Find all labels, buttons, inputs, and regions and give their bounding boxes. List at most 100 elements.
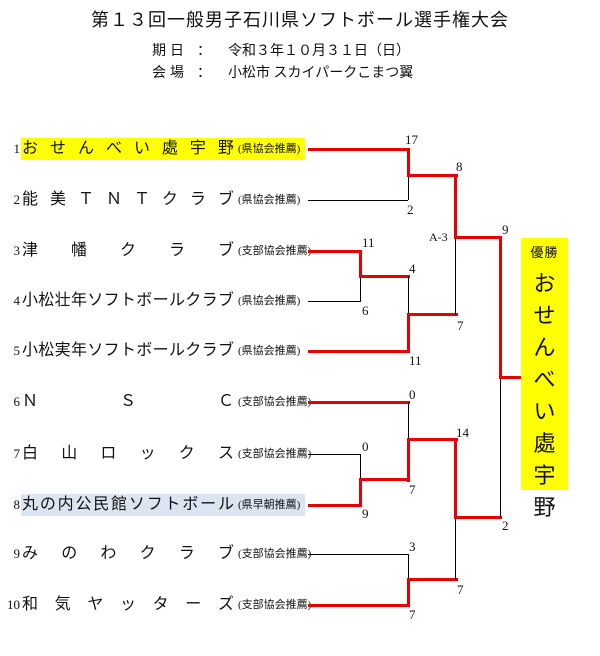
team-box: 小松実年ソフトボールクラブ (県協会推薦) bbox=[21, 340, 305, 362]
team-seed: 10 bbox=[7, 597, 20, 612]
team-note: (支部協会推薦) bbox=[238, 548, 312, 560]
champion-name: おせんべい處宇野 bbox=[533, 271, 556, 520]
venue-separator: ： bbox=[197, 66, 211, 81]
score-label: 17 bbox=[405, 132, 418, 147]
bracket-line bbox=[408, 276, 409, 314]
team-box: 白山ロックス (支部協会推薦) bbox=[21, 443, 311, 465]
team-note: (県協会推薦) bbox=[238, 295, 301, 307]
bracket-line bbox=[359, 478, 362, 507]
team-name: みのわクラブ bbox=[22, 545, 234, 562]
team-row: 9 みのわクラブ (支部協会推薦) bbox=[0, 543, 330, 565]
team-row: 1 おせんべい處宇野 (県協会推薦) bbox=[0, 138, 330, 160]
bracket-line bbox=[308, 401, 410, 404]
score-label: 3 bbox=[409, 539, 416, 554]
team-highlight: おせんべい處宇野 (県協会推薦) bbox=[21, 138, 305, 160]
bracket-line bbox=[308, 554, 408, 555]
bracket-line bbox=[454, 516, 502, 519]
bracket-line bbox=[454, 236, 502, 239]
team-row: 10 和気ヤッターズ (支部協会推薦) bbox=[0, 594, 330, 616]
bracket-line bbox=[308, 454, 360, 455]
venue-line: 会場 ： 小松市 スカイパークこまつ翼 bbox=[0, 62, 600, 81]
score-label: 11 bbox=[409, 353, 422, 368]
team-row: 5 小松実年ソフトボールクラブ (県協会推薦) bbox=[0, 340, 330, 362]
team-row: 7 白山ロックス (支部協会推薦) bbox=[0, 443, 330, 465]
bracket-line bbox=[455, 239, 456, 315]
score-label: 7 bbox=[457, 318, 464, 333]
score-label: 9 bbox=[362, 506, 369, 521]
date-separator: ： bbox=[197, 44, 211, 59]
bracket-line bbox=[407, 313, 458, 316]
bracket-line bbox=[500, 379, 501, 517]
bracket-line bbox=[408, 554, 409, 579]
team-seed: 6 bbox=[13, 394, 21, 409]
champion-label: 優勝 bbox=[530, 245, 559, 260]
team-note: (支部協会推薦) bbox=[238, 245, 312, 257]
bracket-line bbox=[408, 177, 409, 200]
score-label: 0 bbox=[409, 387, 416, 402]
team-note: (支部協会推薦) bbox=[238, 396, 312, 408]
team-row: 4 小松壮年ソフトボールクラブ (県協会推薦) bbox=[0, 290, 330, 312]
team-seed: 9 bbox=[13, 546, 21, 561]
team-seed: 8 bbox=[13, 497, 21, 512]
bracket-line bbox=[360, 278, 361, 302]
team-seed: 2 bbox=[13, 192, 21, 207]
score-label: 14 bbox=[456, 425, 469, 440]
score-label: 6 bbox=[362, 303, 369, 318]
team-seed: 1 bbox=[13, 141, 21, 156]
bracket-line bbox=[454, 438, 457, 519]
team-note: (支部協会推薦) bbox=[238, 448, 312, 460]
match-label: A-3 bbox=[429, 230, 448, 244]
bracket-line bbox=[360, 454, 361, 479]
team-box: 津幡クラブ (支部協会推薦) bbox=[21, 240, 311, 262]
team-box: 和気ヤッターズ (支部協会推薦) bbox=[21, 594, 311, 616]
bracket-line bbox=[407, 148, 410, 177]
team-box: みのわクラブ (支部協会推薦) bbox=[21, 543, 311, 565]
bracket-line bbox=[407, 578, 410, 607]
team-name: 小松壮年ソフトボールクラブ bbox=[22, 292, 234, 309]
bracket-line bbox=[407, 578, 458, 581]
team-note: (県早朝推薦) bbox=[238, 499, 301, 511]
team-name: おせんべい處宇野 bbox=[22, 140, 234, 157]
bracket-line bbox=[408, 402, 409, 439]
bracket-line bbox=[455, 519, 456, 580]
bracket-line bbox=[407, 438, 410, 482]
team-name: 津幡クラブ bbox=[22, 242, 234, 259]
team-row: 3 津幡クラブ (支部協会推薦) bbox=[0, 240, 330, 262]
bracket-line bbox=[407, 438, 458, 441]
team-name: 白山ロックス bbox=[22, 445, 234, 462]
score-label: 7 bbox=[457, 582, 464, 597]
bracket-line bbox=[308, 200, 408, 201]
team-note: (支部協会推薦) bbox=[238, 599, 312, 611]
team-name: 丸の内公民館ソフトボール bbox=[22, 496, 234, 513]
team-seed: 5 bbox=[13, 343, 21, 358]
bracket-line bbox=[359, 478, 410, 481]
date-label: 期日 bbox=[152, 44, 188, 59]
team-row: 8 丸の内公民館ソフトボール (県早朝推薦) bbox=[0, 494, 330, 516]
score-label: 7 bbox=[409, 482, 416, 497]
venue-label: 会場 bbox=[152, 66, 188, 81]
champion-box: 優勝 おせんべい處宇野 bbox=[521, 238, 568, 520]
bracket-line bbox=[499, 236, 502, 379]
bracket-line bbox=[407, 313, 410, 353]
bracket-line bbox=[308, 504, 362, 507]
team-box: 小松壮年ソフトボールクラブ (県協会推薦) bbox=[21, 290, 305, 312]
champion-connector-line bbox=[499, 376, 522, 379]
score-label: 4 bbox=[409, 261, 416, 276]
score-label: 2 bbox=[502, 518, 509, 533]
score-label: 9 bbox=[502, 222, 509, 237]
team-note: (県協会推薦) bbox=[238, 194, 301, 206]
team-note: (県協会推薦) bbox=[238, 345, 301, 357]
bracket-line bbox=[308, 604, 410, 607]
date-value: 令和３年１０月３１日（日） bbox=[228, 44, 410, 59]
bracket-line bbox=[308, 250, 362, 253]
bracket-line bbox=[407, 174, 458, 177]
page-title: 第１３回一般男子石川県ソフトボール選手権大会 bbox=[91, 10, 509, 30]
score-label: 7 bbox=[409, 607, 416, 622]
